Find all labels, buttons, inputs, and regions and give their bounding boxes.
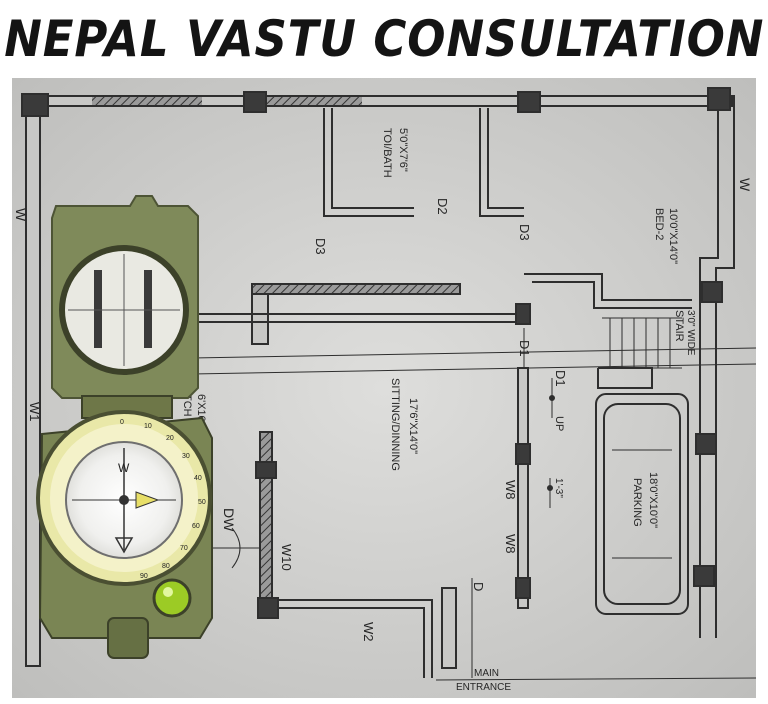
bed-size-label: 10'0"X14'0" xyxy=(667,208,679,264)
compass-w-letter: W xyxy=(118,461,130,475)
banner-title: NEPAL VASTU CONSULTATION xyxy=(3,10,765,68)
kitchen-size-label: 6'X10 xyxy=(195,394,207,422)
w-right-label: W xyxy=(737,178,753,192)
w8-label-1: W8 xyxy=(503,480,518,500)
stair-width-label: 3'0" WIDE xyxy=(685,310,696,356)
ring-number: 30 xyxy=(182,453,190,460)
stair-label: STAIR xyxy=(673,310,685,342)
toilet-label: TOI/BATH xyxy=(381,128,393,178)
w1-label: W1 xyxy=(27,402,42,422)
entrance-label-2: ENTRANCE xyxy=(456,682,511,693)
floor-plan-photo: TOI/BATH 5'0"X7'6" D2 D3 D3 BED-2 10'0"X… xyxy=(12,78,756,698)
sitting-label: SITTING/DINNING xyxy=(389,378,401,471)
d1-label: D1 xyxy=(517,340,532,357)
bed-label: BED-2 xyxy=(653,208,665,240)
ring-number: 80 xyxy=(162,563,170,570)
ring-number: 40 xyxy=(194,475,202,482)
ring-number: 20 xyxy=(166,435,174,442)
w2-label: W2 xyxy=(361,622,376,642)
kitchen-label: TCH xyxy=(181,394,193,417)
dim-label: 1'-3" xyxy=(553,478,564,498)
entrance-label-1: MAIN xyxy=(474,668,499,679)
toilet-size-label: 5'0"X7'6" xyxy=(397,128,409,172)
parking-label: PARKING xyxy=(631,478,643,527)
banner: NEPAL VASTU CONSULTATION xyxy=(0,0,768,78)
d-label: D xyxy=(471,582,486,591)
lensatic-compass: W 0 10 20 30 40 50 60 70 80 90 xyxy=(36,195,213,659)
parking-size-label: 18'0"X10'0" xyxy=(647,472,659,528)
ring-number: 70 xyxy=(180,545,188,552)
ring-number: 90 xyxy=(140,573,148,580)
ring-number: 50 xyxy=(198,499,206,506)
dw-label: DW xyxy=(221,508,237,532)
w-left-label: W xyxy=(13,208,29,222)
ring-number: 10 xyxy=(144,423,152,430)
d2-label: D2 xyxy=(435,198,450,215)
d1-up-label: D1 xyxy=(553,370,568,387)
up-label: UP xyxy=(553,416,565,431)
sitting-size-label: 17'6"X14'0" xyxy=(407,398,419,454)
ring-number: 60 xyxy=(192,523,200,530)
w10-label: W10 xyxy=(279,544,294,571)
d3-label-right: D3 xyxy=(517,224,532,241)
bubble-level xyxy=(152,578,192,618)
w8-label-2: W8 xyxy=(503,534,518,554)
plan-walls xyxy=(21,87,756,681)
ring-number: 0 xyxy=(120,419,124,426)
d3-label-left: D3 xyxy=(313,238,328,255)
